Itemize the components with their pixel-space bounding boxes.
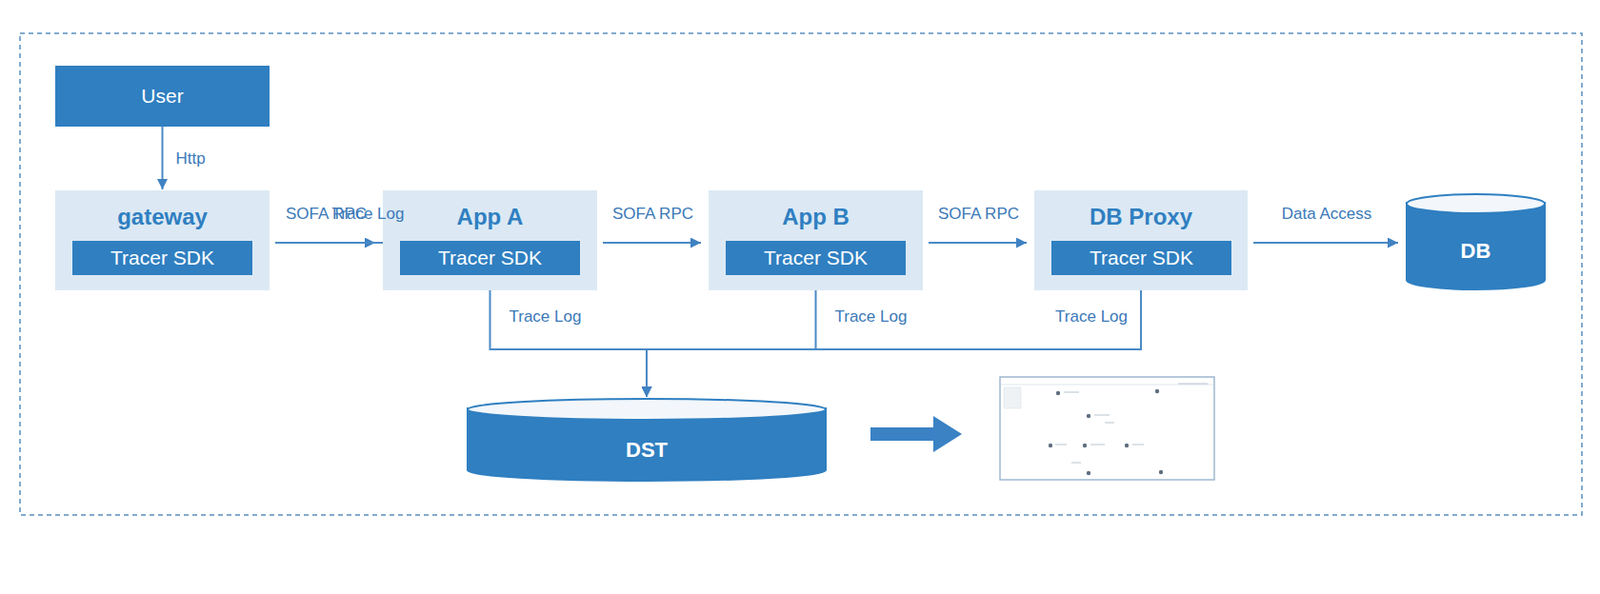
thumbnail-line — [1104, 422, 1115, 424]
edge-label: Trace Log — [332, 204, 405, 224]
thumbnail-line — [1071, 462, 1081, 464]
thumbnail-dot — [1159, 470, 1163, 475]
connector-arrow — [646, 290, 1141, 398]
big-arrow — [870, 416, 962, 453]
node-label: Tracer SDK — [1089, 246, 1194, 270]
connector-arrow — [490, 290, 648, 398]
thumbnail-dot — [1086, 471, 1091, 476]
thumbnail-bar — [1000, 384, 1214, 386]
thumbnail-line — [1132, 444, 1144, 446]
node-title: gateway — [55, 203, 270, 231]
node-label: Tracer SDK — [763, 246, 868, 270]
sdk-box: Tracer SDK — [725, 240, 906, 276]
storage-cylinder: DST — [466, 398, 827, 482]
cylinder-top — [467, 399, 826, 420]
node-label: DST — [625, 438, 668, 463]
screenshot-thumbnail — [1000, 377, 1215, 480]
node-title: App B — [708, 203, 923, 231]
connector-layer — [162, 126, 1400, 398]
actor-box: User — [55, 65, 270, 127]
connector-arrow — [602, 241, 701, 244]
connector-arrow — [161, 126, 164, 190]
edge-label: Trace Log — [1055, 307, 1128, 327]
edge-label: SOFA RPC — [938, 204, 1020, 224]
sdk-box: Tracer SDK — [1051, 240, 1232, 276]
thumbnail-line — [1063, 392, 1080, 394]
service-group: DB ProxyTracer SDK — [1034, 190, 1248, 291]
service-group: App B Tracer SDK — [708, 190, 923, 291]
thumbnail-dot — [1082, 443, 1087, 448]
node-title: DB Proxy — [1034, 203, 1248, 231]
thumbnail-line — [1094, 415, 1110, 417]
thumbnail-dot — [1056, 391, 1060, 396]
thumbnail-line — [1090, 444, 1105, 446]
connector-arrow — [1253, 241, 1399, 244]
dashed-frame — [20, 33, 1582, 516]
thumbnail-frame — [1000, 377, 1215, 480]
edge-label: Trace Log — [509, 307, 582, 327]
node-title: App A — [382, 203, 598, 231]
edge-label: Http — [176, 149, 206, 169]
node-label: DB — [1460, 239, 1492, 264]
thumbnail-dot — [1086, 414, 1091, 419]
thumbnail-dot — [1124, 443, 1129, 448]
connector-arrow — [928, 241, 1027, 244]
service-group: gatewayTracer SDK — [55, 190, 270, 291]
cylinder-body — [1406, 202, 1545, 290]
node-label: Tracer SDK — [110, 246, 215, 270]
edge-label: Data Access — [1281, 204, 1373, 224]
sdk-box: Tracer SDK — [72, 240, 253, 276]
thumbnail-lines — [1055, 383, 1208, 463]
thumbnail-line — [1055, 444, 1067, 446]
edge-label: Trace Log — [835, 307, 908, 327]
node-label: User — [140, 84, 183, 108]
thumbnail-dots — [1048, 389, 1163, 476]
database-cylinder: DB — [1405, 193, 1546, 291]
cylinder-top — [1406, 194, 1545, 214]
thumbnail-dot — [1155, 389, 1160, 394]
edge-label: SOFA RPC — [612, 204, 694, 224]
sdk-box: Tracer SDK — [400, 240, 580, 276]
thumbnail-panel — [1003, 387, 1021, 409]
connector-arrow — [646, 290, 817, 398]
thumbnail-line — [1178, 383, 1208, 385]
service-group: App A Tracer SDK — [382, 190, 598, 291]
node-label: Tracer SDK — [438, 246, 542, 270]
thumbnail-dot — [1048, 443, 1053, 448]
